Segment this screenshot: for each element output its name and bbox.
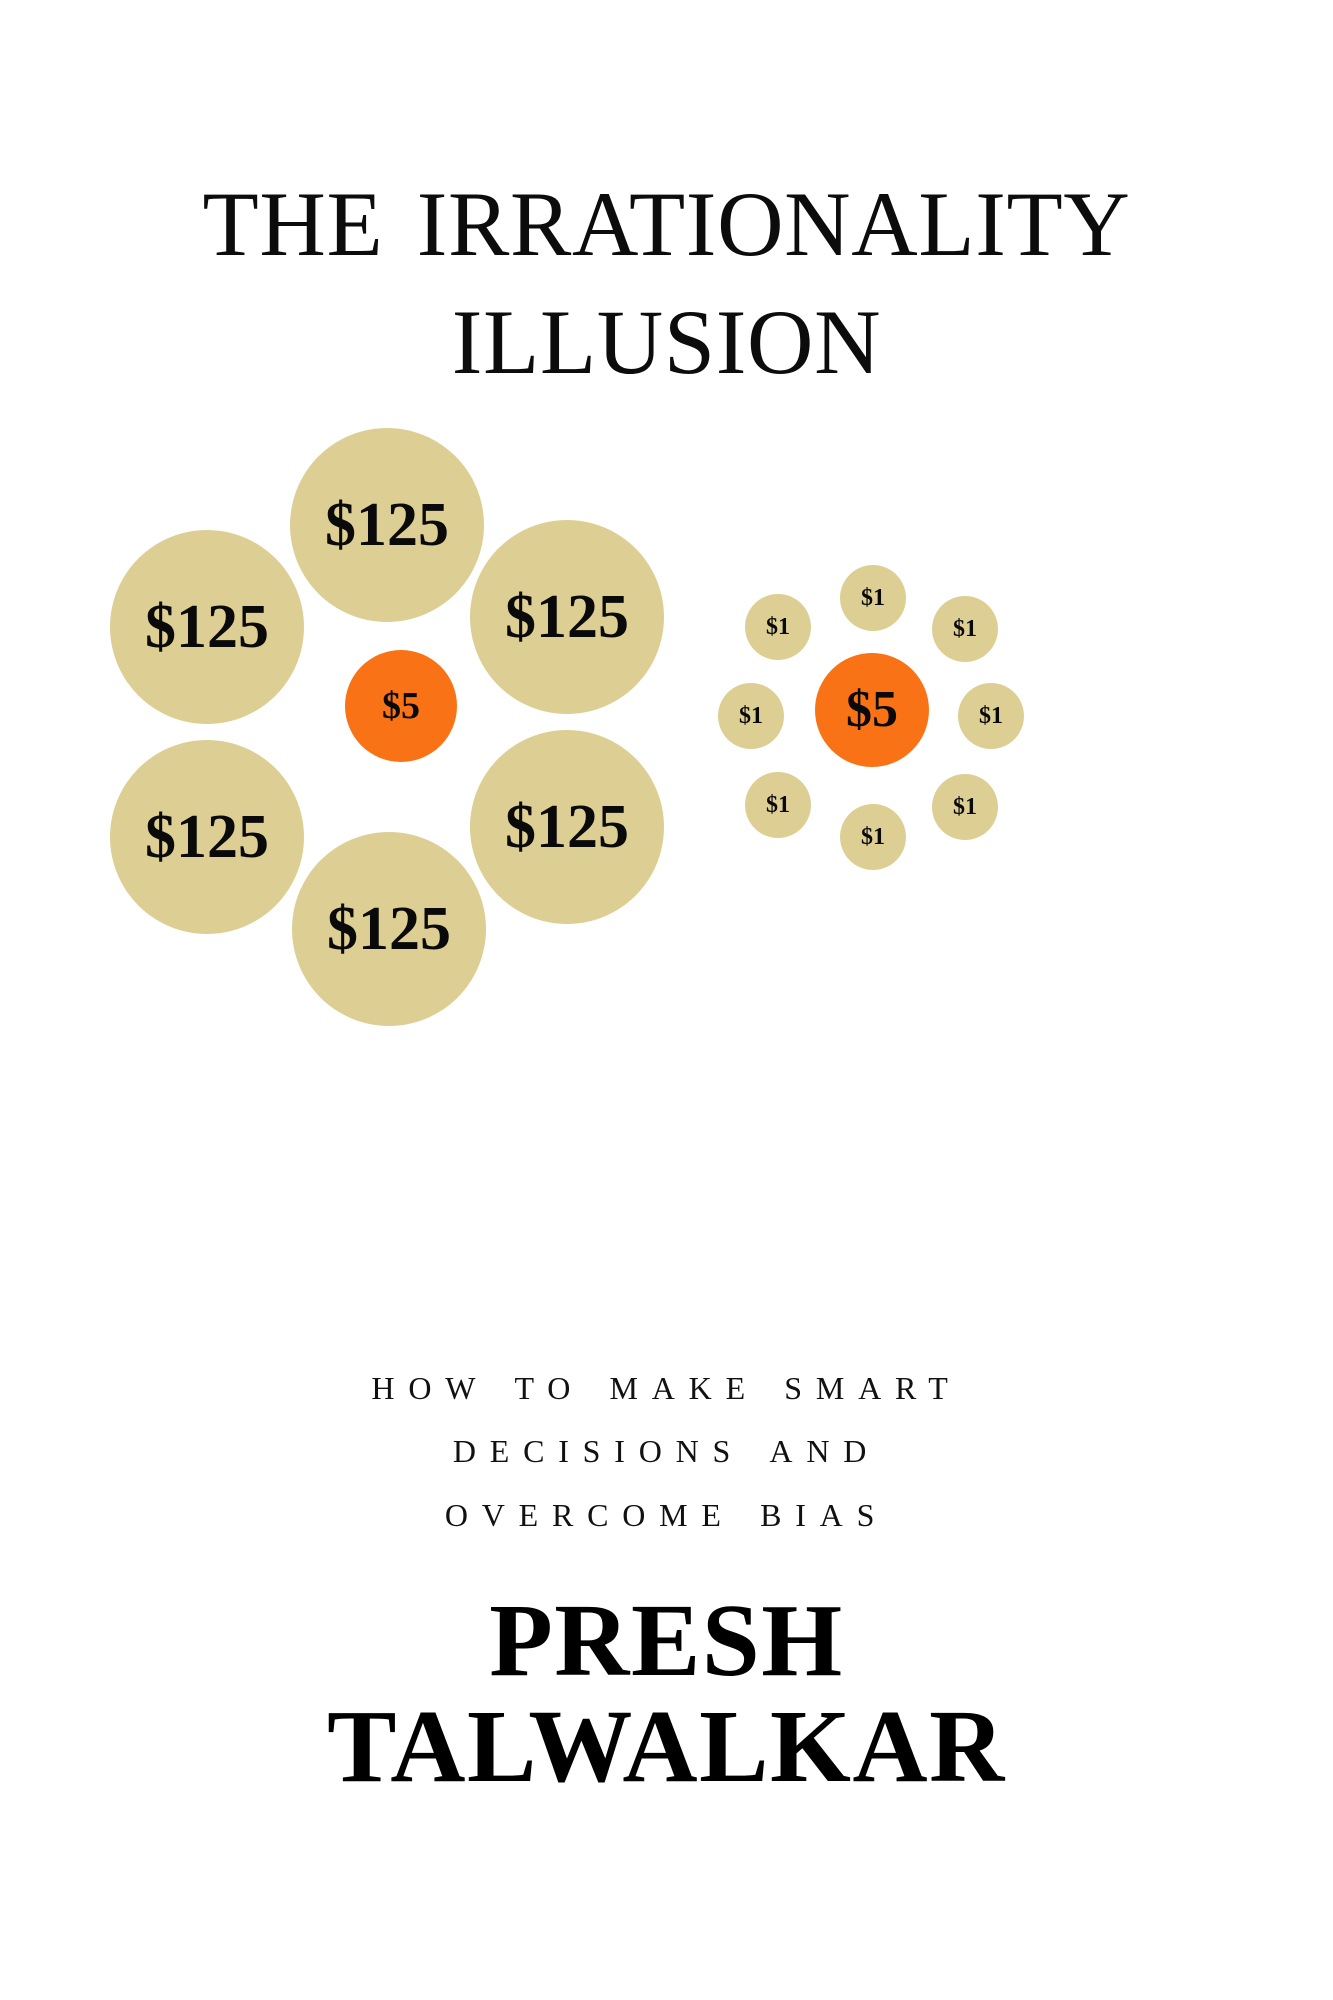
circle-label: $5 bbox=[846, 681, 898, 738]
subtitle-line-1: How To Make Smart bbox=[371, 1358, 962, 1409]
author-last-name: Talwalkar bbox=[327, 1689, 1006, 1805]
circle-label: $5 bbox=[382, 685, 420, 727]
circle-label: $125 bbox=[145, 803, 269, 871]
left-cluster-satellite-circle: $125 bbox=[470, 520, 664, 714]
circle-label: $1 bbox=[766, 614, 790, 640]
book-title: The Irrationality Illusion bbox=[0, 139, 1333, 403]
circle-label: $1 bbox=[861, 585, 885, 611]
left-cluster-satellite-circle: $125 bbox=[290, 428, 484, 622]
left-cluster-satellite-circle: $125 bbox=[470, 730, 664, 924]
left-cluster-center-circle: $5 bbox=[345, 650, 457, 762]
right-cluster-satellite-circle: $1 bbox=[718, 683, 784, 749]
book-author: Presh Talwalkar bbox=[0, 1583, 1333, 1805]
author-first-name: Presh bbox=[489, 1583, 844, 1698]
right-cluster-satellite-circle: $1 bbox=[745, 594, 811, 660]
title-line-1: The Irrationality bbox=[202, 139, 1131, 284]
circle-label: $125 bbox=[325, 491, 449, 559]
right-cluster-satellite-circle: $1 bbox=[840, 804, 906, 870]
circle-label: $1 bbox=[861, 824, 885, 850]
circle-label: $125 bbox=[145, 593, 269, 661]
left-cluster-satellite-circle: $125 bbox=[110, 740, 304, 934]
circles-illustration: $125 $125 $125 $125 $125 $125 $5 $1 $1 $… bbox=[0, 400, 1333, 1060]
right-cluster-center-circle: $5 bbox=[815, 653, 929, 767]
right-cluster-satellite-circle: $1 bbox=[932, 596, 998, 662]
right-cluster-satellite-circle: $1 bbox=[840, 565, 906, 631]
circle-label: $1 bbox=[739, 703, 763, 729]
left-cluster-satellite-circle: $125 bbox=[110, 530, 304, 724]
left-cluster-satellite-circle: $125 bbox=[292, 832, 486, 1026]
circle-label: $125 bbox=[505, 793, 629, 861]
title-line-2: Illusion bbox=[451, 257, 882, 403]
right-cluster-satellite-circle: $1 bbox=[932, 774, 998, 840]
circle-label: $1 bbox=[766, 792, 790, 818]
circle-label: $1 bbox=[953, 794, 977, 820]
right-cluster-satellite-circle: $1 bbox=[745, 772, 811, 838]
circle-label: $1 bbox=[953, 616, 977, 642]
circle-label: $1 bbox=[979, 703, 1003, 729]
subtitle-line-3: Overcome Bias bbox=[444, 1484, 889, 1536]
book-subtitle: How To Make Smart Decisions And Overcome… bbox=[0, 1352, 1333, 1542]
right-cluster-satellite-circle: $1 bbox=[958, 683, 1024, 749]
circle-label: $125 bbox=[327, 895, 451, 963]
subtitle-line-2: Decisions And bbox=[452, 1421, 881, 1473]
circle-label: $125 bbox=[505, 583, 629, 651]
